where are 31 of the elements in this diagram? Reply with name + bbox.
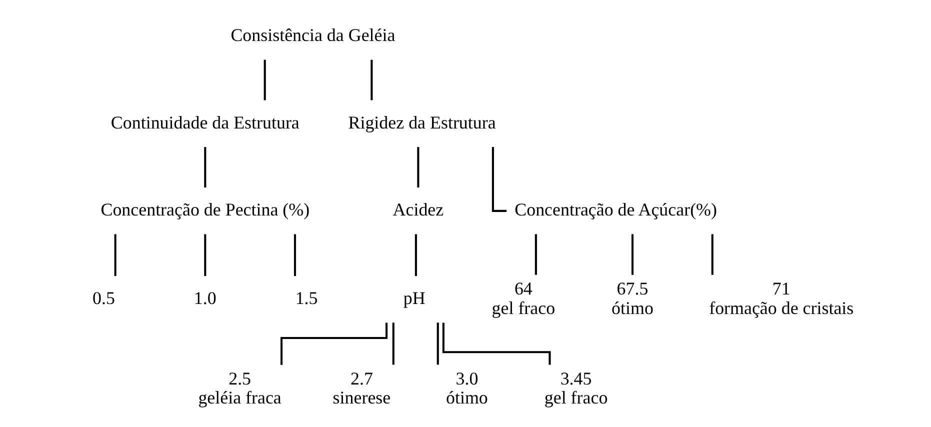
node-text: Concentração de Açúcar(%) — [514, 200, 717, 220]
node-text: 71 formação de cristais — [708, 278, 854, 318]
connector — [392, 322, 394, 365]
connector — [293, 234, 296, 276]
connector — [630, 234, 634, 275]
connector — [710, 234, 713, 275]
node-text: Continuidade da Estrutura — [110, 112, 299, 132]
connector — [534, 234, 536, 275]
connector — [280, 322, 388, 365]
node-text: Acidez — [392, 200, 444, 220]
connector — [263, 60, 266, 100]
node-text: 67.5 ótimo — [611, 278, 653, 318]
node-text: Rigidez da Estrutura — [348, 112, 496, 132]
connector — [416, 147, 419, 188]
node-text: 1.0 — [193, 288, 216, 308]
connector — [436, 322, 438, 365]
node-text: Concentração de Pectina (%) — [100, 200, 310, 220]
connector — [204, 234, 206, 276]
node-text: 2.7 sinerese — [332, 368, 390, 408]
connector — [114, 234, 116, 276]
node-text: 3.0 ótimo — [446, 368, 488, 408]
node-text: 0.5 — [92, 288, 115, 308]
node-text: 2.5 geléia fraca — [198, 368, 281, 408]
connector — [204, 147, 206, 188]
connector — [414, 234, 416, 276]
node-text: 1.5 — [294, 288, 318, 308]
node-text: Consistência da Geléia — [230, 25, 395, 46]
node-text: 64 gel fraco — [491, 278, 555, 318]
node-text: pH — [402, 288, 425, 308]
node-text: 3.45 gel fraco — [544, 368, 608, 408]
connector — [370, 60, 372, 100]
